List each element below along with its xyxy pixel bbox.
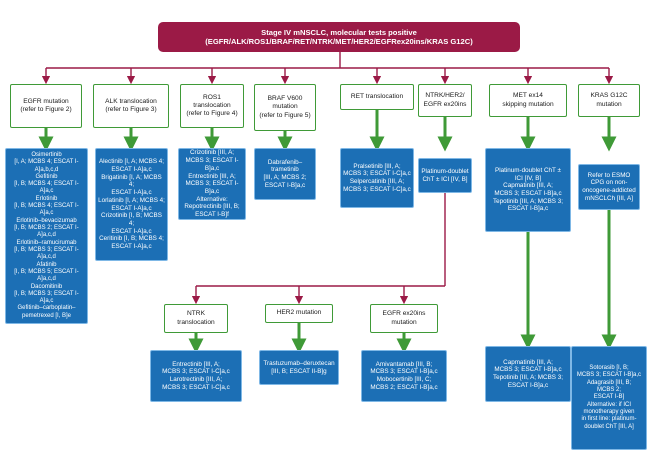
her2-treatment-box: Trastuzumab–deruxtecan [III, B; ESCAT II…	[259, 350, 339, 385]
met-ex14-header: MET ex14 skipping mutation	[489, 84, 567, 117]
egfr-mutation-header: EGFR mutation (refer to Figure 2)	[10, 84, 82, 128]
met-second-line-box: Capmatinib [III, A; MCBS 3; ESCAT I-B]a,…	[485, 346, 571, 402]
kras-g12c-header: KRAS G12C mutation	[578, 84, 640, 117]
met-treatment-box: Platinum-doublet ChT ± ICI [IV, B] Capma…	[485, 148, 571, 232]
ret-treatment-box: Pralsetinib [III, A; MCBS 3; ESCAT I-C]a…	[340, 148, 414, 208]
top-branch-lines	[41, 52, 614, 85]
her2-mutation-header: HER2 mutation	[265, 304, 333, 323]
kras-second-line-box: Sotorasib [I, B; MCBS 3; ESCAT I-B]a,c A…	[571, 346, 647, 450]
sub-branch-lines	[191, 193, 446, 305]
braf-treatment-box: Dabrafenib– trametinib [III, A; MCBS 2; …	[254, 148, 316, 200]
braf-v600-header: BRAF V600 mutation (refer to Figure 5)	[254, 84, 316, 131]
egfr-ex20ins-header: EGFR ex20ins mutation	[370, 304, 438, 333]
egfr-treatment-box: Osimertinib [I, A; MCBS 4; ESCAT I-A]a,b…	[5, 148, 88, 324]
alk-treatment-box: Alectinib [I, A; MCBS 4; ESCAT I-A]a,c B…	[95, 148, 168, 261]
alk-translocation-header: ALK translocation (refer to Figure 3)	[93, 84, 169, 128]
ntrk-her2-egfr20-header: NTRK/HER2/ EGFR ex20ins	[418, 84, 472, 117]
ros1-translocation-header: ROS1 translocation (refer to Figure 4)	[180, 84, 244, 128]
ntrk-treatment-box: Entrectinib [III, A; MCBS 3; ESCAT I-C]a…	[150, 350, 242, 402]
header-to-treatment-arrows	[38, 110, 617, 354]
stage-iv-title-box: Stage IV mNSCLC, molecular tests positiv…	[158, 22, 520, 52]
egfr20-treatment-box: Amivantamab [III, B; MCBS 3; ESCAT I-B]a…	[361, 350, 447, 402]
ntrk-her2-egfr20-treatment-box: Platinum-doublet ChT ± ICI [IV, B]	[418, 158, 472, 193]
ntrk-translocation-header: NTRK translocation	[164, 304, 228, 333]
ret-translocation-header: RET translocation	[340, 84, 414, 110]
ros1-treatment-box: Crizotinib [III, A; MCBS 3; ESCAT I-B]a,…	[178, 148, 246, 220]
kras-referral-box: Refer to ESMO CPG on non- oncogene-addic…	[578, 164, 640, 210]
